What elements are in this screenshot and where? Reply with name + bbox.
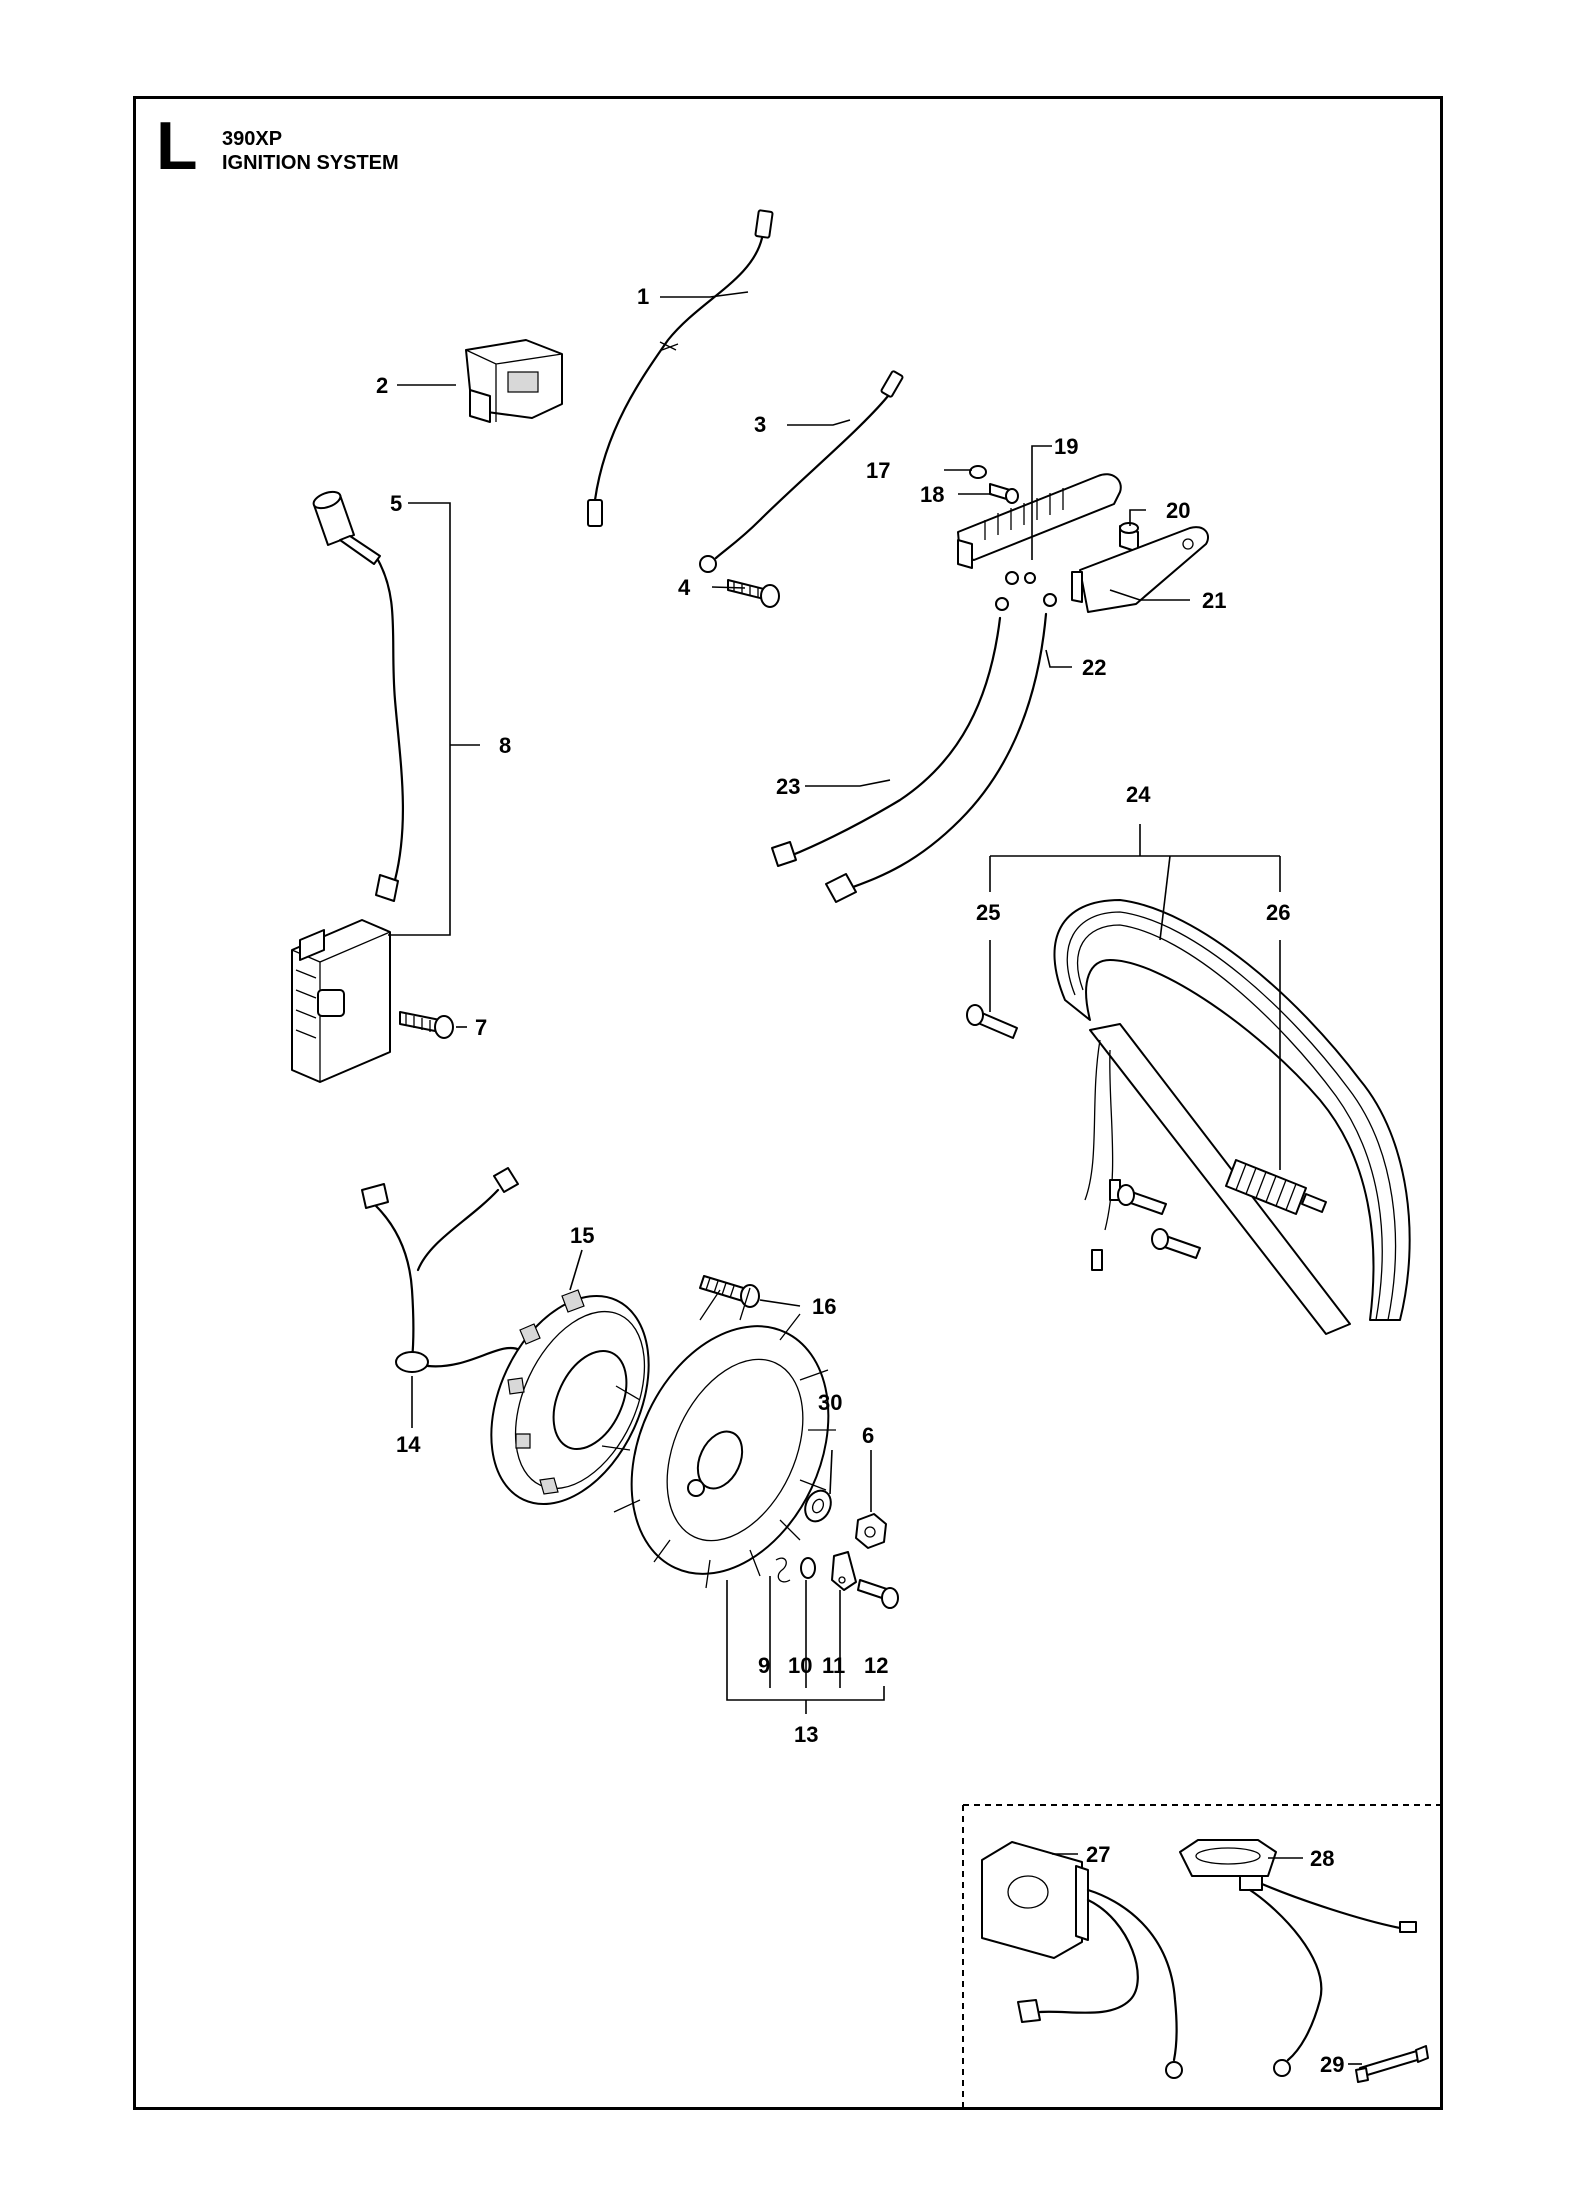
callout-6: 6	[862, 1423, 874, 1448]
callout-labels: 1 2 3 4 5 6 7 8 9 10 11 12 13 14 15 16 1…	[376, 284, 1344, 2077]
callout-12: 12	[864, 1653, 888, 1678]
callout-28: 28	[1310, 1846, 1334, 1871]
part-12-screw	[857, 1579, 899, 1609]
part-8-ignition-coil	[291, 558, 404, 1083]
callout-16: 16	[812, 1294, 836, 1319]
part-1-ground-wire	[587, 209, 774, 527]
callout-3: 3	[754, 412, 766, 437]
part-18-screw	[989, 483, 1019, 504]
callout-2: 2	[376, 373, 388, 398]
part-11-pawl	[831, 1551, 857, 1591]
callout-8: 8	[499, 733, 511, 758]
part-5-spark-plug-cap	[312, 490, 381, 565]
callout-14: 14	[396, 1432, 421, 1457]
callout-13: 13	[794, 1722, 818, 1747]
callout-4: 4	[678, 575, 691, 600]
part-14-stator-wires	[361, 1167, 522, 1373]
part-16-screw	[699, 1275, 760, 1308]
part-29-clip	[1355, 2045, 1429, 2083]
part-23-wire	[771, 597, 1009, 867]
diagram-title: IGNITION SYSTEM	[222, 152, 399, 174]
part-25-screw	[966, 1004, 1201, 1259]
callout-26: 26	[1266, 900, 1290, 925]
drawing-frame	[133, 96, 1443, 2110]
callout-11: 11	[822, 1653, 845, 1678]
callout-18: 18	[920, 482, 944, 507]
part-30-washer	[804, 1489, 832, 1523]
part-6-nut	[855, 1513, 887, 1549]
part-27-module	[981, 1841, 1183, 2079]
callout-1: 1	[637, 284, 649, 309]
callout-17: 17	[866, 458, 890, 483]
part-9-spring	[775, 1557, 791, 1583]
part-17-washer	[969, 465, 987, 479]
part-28-module	[1179, 1839, 1417, 2077]
callout-27: 27	[1086, 1842, 1110, 1867]
callout-19: 19	[1054, 434, 1078, 459]
part-3-wire	[699, 370, 904, 573]
callout-9: 9	[758, 1653, 770, 1678]
callout-22: 22	[1082, 655, 1106, 680]
section-letter: L	[156, 108, 198, 184]
callout-25: 25	[976, 900, 1000, 925]
model-name: 390XP	[222, 128, 283, 150]
flywheel	[601, 1287, 836, 1589]
callout-29: 29	[1320, 2052, 1344, 2077]
part-10-washer	[800, 1557, 816, 1579]
part-26-spring	[1225, 1159, 1327, 1215]
callout-21: 21	[1202, 588, 1226, 613]
leader-lines	[388, 291, 1362, 2065]
callout-5: 5	[390, 491, 402, 516]
part-20-sleeve	[1119, 522, 1139, 553]
part-2-stop-switch	[465, 339, 563, 423]
part-4-screw	[727, 579, 780, 608]
part-7-screw	[399, 1011, 454, 1039]
inset-box	[962, 1804, 1440, 2108]
callout-24: 24	[1126, 782, 1151, 807]
callout-20: 20	[1166, 498, 1190, 523]
part-22-wire	[825, 593, 1057, 903]
callout-15: 15	[570, 1223, 594, 1248]
part-15-stator	[490, 1289, 650, 1505]
part-19-bracket	[957, 473, 1122, 585]
callout-23: 23	[776, 774, 800, 799]
callout-7: 7	[475, 1015, 487, 1040]
part-24-handle-assembly	[1053, 899, 1411, 1335]
callout-30: 30	[818, 1390, 842, 1415]
callout-10: 10	[788, 1653, 812, 1678]
